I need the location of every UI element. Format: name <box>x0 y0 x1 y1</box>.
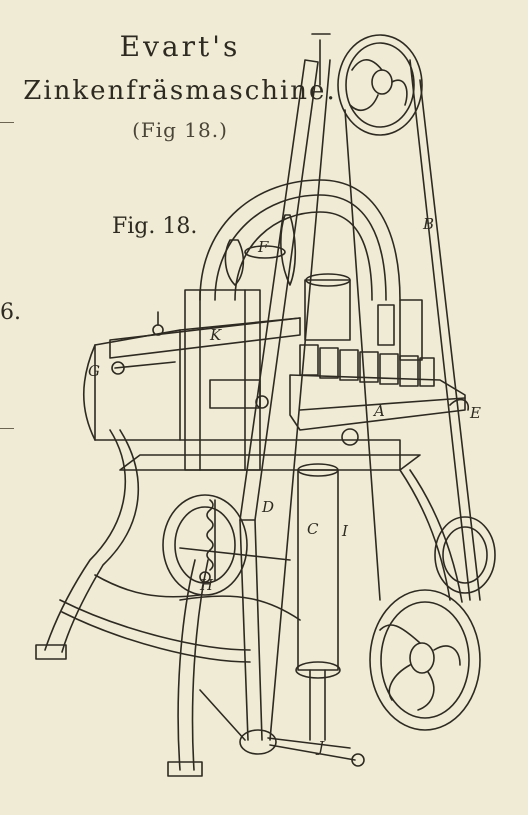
part-label-c: C <box>307 520 319 538</box>
side-pulley <box>434 516 496 594</box>
figure-label: Fig. 18. <box>112 214 198 239</box>
title: Evart's <box>119 30 241 63</box>
edge-tick <box>0 122 14 123</box>
page-edge-number: 6. <box>0 300 21 325</box>
part-label-g: G <box>88 362 100 380</box>
part-label-b: B <box>423 215 435 233</box>
vertical-slide <box>184 214 297 471</box>
pedal-linkage <box>199 689 365 767</box>
motor-head <box>244 245 351 341</box>
part-label-i: I <box>342 522 348 540</box>
handwheel <box>162 494 291 596</box>
drive-belt <box>344 59 481 601</box>
lower-flywheel <box>369 589 481 731</box>
figure-reference: (Fig 18.) <box>132 118 228 142</box>
spindle-column <box>295 463 341 741</box>
part-label-j: J <box>318 738 325 756</box>
machine-base <box>35 429 463 777</box>
part-label-a: A <box>374 402 385 420</box>
part-label-k: K <box>210 326 222 344</box>
clamp-blocks <box>299 344 435 387</box>
edge-tick <box>0 428 14 429</box>
upper-pulley <box>311 33 423 136</box>
part-label-d: D <box>262 498 275 516</box>
part-label-e: E <box>470 404 481 422</box>
part-label-h: H <box>200 576 214 594</box>
subtitle: Zinkenfräsmaschine. <box>23 76 337 106</box>
clamp-bar <box>289 299 470 446</box>
part-label-f: F <box>258 238 269 256</box>
drive-column <box>239 59 331 741</box>
